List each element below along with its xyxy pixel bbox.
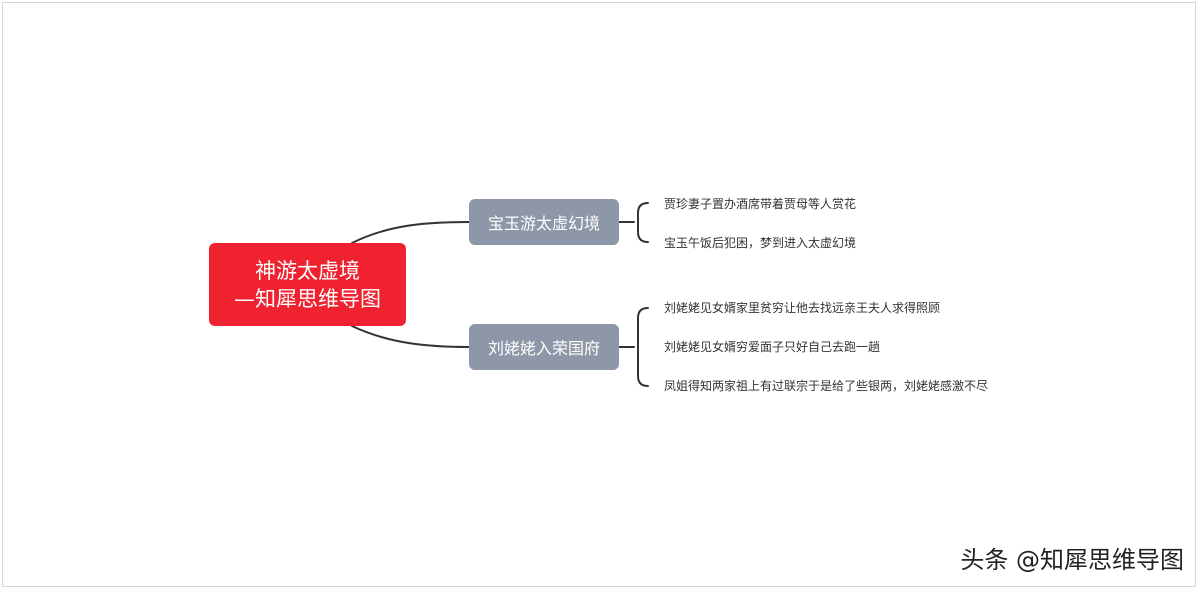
leaf-node-2-1[interactable]: 刘姥姥见女婿家里贫穷让他去找远亲王夫人求得照顾	[664, 301, 941, 315]
topic-node-1[interactable]: 宝玉游太虚幻境	[469, 199, 619, 245]
root-title-line-1: 神游太虚境	[255, 258, 360, 283]
bracket-topic-2	[618, 307, 649, 387]
topic-node-2[interactable]: 刘姥姥入荣国府	[469, 324, 619, 370]
leaf-node-1-2[interactable]: 宝玉午饭后犯困，梦到进入太虚幻境	[664, 236, 857, 250]
leaf-node-2-3[interactable]: 凤姐得知两家祖上有过联宗于是给了些银两，刘姥姥感激不尽	[664, 379, 989, 393]
bracket-topic-1	[618, 202, 649, 243]
root-node[interactable]: 神游太虚境 —知犀思维导图	[209, 243, 406, 326]
leaf-node-1-1[interactable]: 贾珍妻子置办酒席带着贾母等人赏花	[664, 197, 857, 211]
connector-root-topic-1	[351, 221, 470, 244]
root-title-line-2: —知犀思维导图	[234, 286, 381, 311]
connector-root-topic-2	[351, 325, 470, 348]
leaf-node-2-2[interactable]: 刘姥姥见女婿穷爱面子只好自己去跑一趟	[664, 340, 881, 354]
watermark-text: 头条 @知犀思维导图	[960, 546, 1184, 574]
